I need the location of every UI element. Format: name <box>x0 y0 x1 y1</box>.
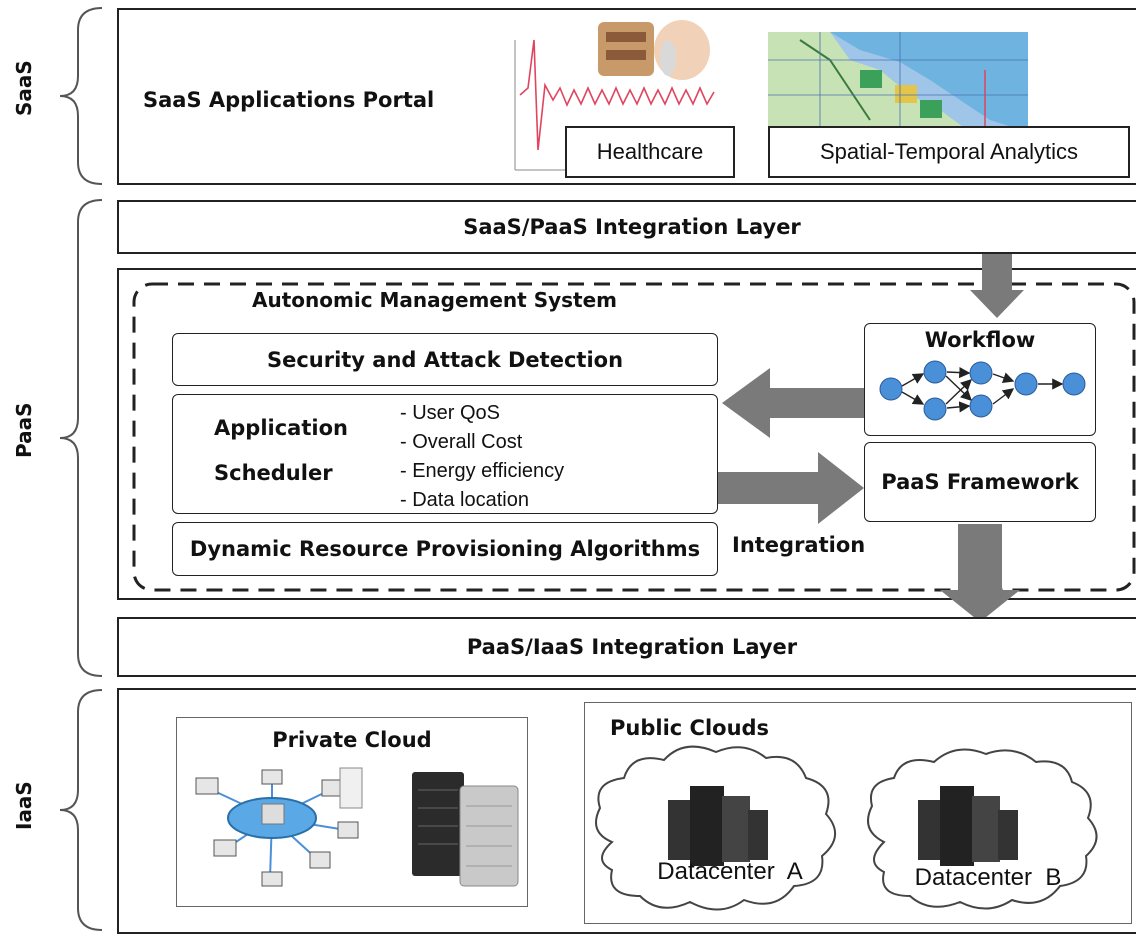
datacenter-b-buildings <box>918 786 1018 866</box>
silver-server-icon <box>459 785 519 887</box>
paas-brace <box>59 199 103 677</box>
private-cloud-title: Private Cloud <box>272 728 432 752</box>
workflow-node <box>923 360 947 384</box>
security-box: Security and Attack Detection <box>172 333 718 386</box>
paas-framework-box: PaaS Framework <box>864 442 1096 522</box>
workflow-node <box>969 394 993 418</box>
scheduler-criteria-list: - User QoS - Overall Cost - Energy effic… <box>400 399 564 515</box>
signal-line <box>519 39 715 151</box>
arrow-down-to-workflow <box>970 254 1024 318</box>
computer-icon <box>195 777 219 795</box>
server-rack-icon <box>339 767 363 809</box>
arrow-workflow-to-scheduler <box>722 368 868 438</box>
workflow-node <box>969 361 993 385</box>
workflow-node <box>879 377 903 401</box>
public-clouds-title: Public Clouds <box>610 716 770 740</box>
computer-icon <box>337 821 359 839</box>
paas-iaas-integration-layer: PaaS/IaaS Integration Layer <box>117 617 1136 677</box>
scheduler-title-line1: Application <box>214 416 348 440</box>
datacenter-a-buildings <box>668 786 768 866</box>
integration-label: Integration <box>732 533 866 557</box>
criterion-overall-cost: - Overall Cost <box>400 431 523 453</box>
black-server-icon <box>412 772 464 876</box>
arrow-scheduler-to-framework <box>718 452 864 524</box>
computer-icon <box>261 769 283 785</box>
computer-icon <box>261 871 283 887</box>
arrow-framework-to-iaas <box>940 524 1020 622</box>
portal-title: SaaS Applications Portal <box>143 88 435 112</box>
workflow-node <box>1014 372 1038 396</box>
workflow-title: Workflow <box>924 328 1036 352</box>
healthcare-label: Healthcare <box>565 126 735 178</box>
criterion-user-qos: - User QoS <box>400 402 501 424</box>
scheduler-title-line2: Scheduler <box>214 461 333 485</box>
workflow-node <box>1062 372 1086 396</box>
scheduler-box <box>172 394 718 514</box>
computer-icon <box>309 851 331 869</box>
criterion-data-location: - Data location <box>400 489 529 511</box>
criterion-energy-efficiency: - Energy efficiency <box>400 460 565 482</box>
ams-title: Autonomic Management System <box>250 288 619 312</box>
saas-brace <box>59 7 103 185</box>
datacenter-b-label: Datacenter B <box>914 864 1062 891</box>
provisioning-box: Dynamic Resource Provisioning Algorithms <box>172 522 718 576</box>
iaas-brace <box>59 689 103 931</box>
workflow-node <box>923 397 947 421</box>
computer-icon <box>213 839 237 857</box>
saas-paas-integration-layer: SaaS/PaaS Integration Layer <box>117 200 1136 254</box>
analytics-label: Spatial-Temporal Analytics <box>768 126 1130 178</box>
datacenter-a-label: Datacenter A <box>657 858 803 885</box>
